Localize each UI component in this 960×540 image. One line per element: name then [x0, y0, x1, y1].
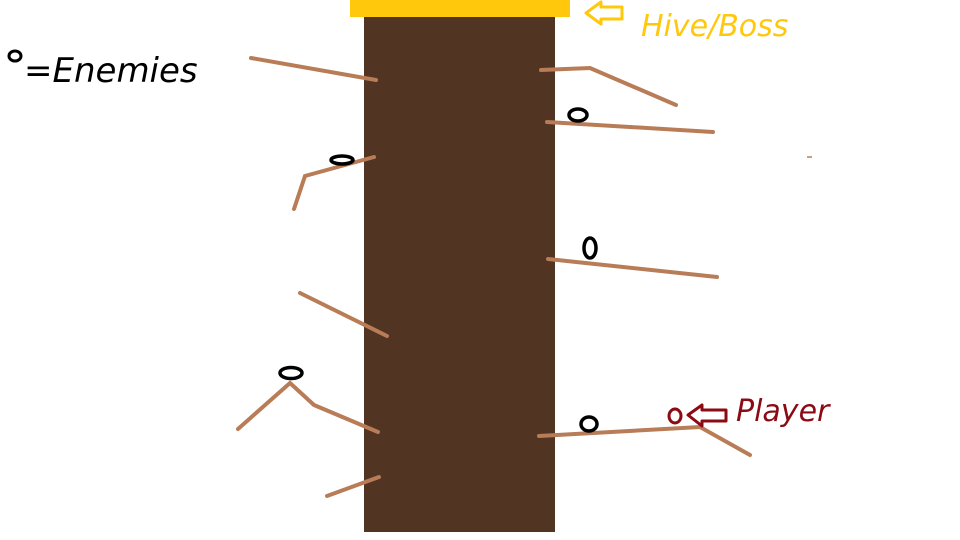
enemy-ring-icon [582, 236, 598, 260]
legend: =Enemies [7, 49, 198, 91]
enemy-ring-icon [7, 49, 23, 63]
tree-trunk [364, 10, 555, 532]
enemy-ring-icon [567, 107, 589, 123]
legend-enemies-text: =Enemies [24, 51, 198, 91]
branch-left-2 [292, 155, 376, 211]
branch-left-5 [325, 475, 381, 498]
enemies [278, 107, 599, 433]
branch-right-2 [545, 120, 715, 134]
enemy-ring-icon [329, 154, 355, 166]
hive-boss-label: Hive/Boss [641, 9, 788, 44]
hive-arrow-icon [584, 0, 624, 26]
player-ring-icon [667, 407, 683, 425]
enemy-ring-icon [579, 415, 599, 433]
player-arrow-icon [686, 403, 728, 428]
branch-right-3 [546, 257, 719, 279]
branch-left-4 [236, 380, 380, 434]
branch-right-4 [537, 424, 752, 457]
enemy-ring-icon [278, 365, 304, 381]
player-label: Player [736, 394, 831, 429]
hive-boss-bar [350, 0, 570, 17]
branch-left-3 [298, 291, 389, 338]
branch-left-1 [249, 56, 378, 82]
branch-right-1 [539, 65, 678, 107]
